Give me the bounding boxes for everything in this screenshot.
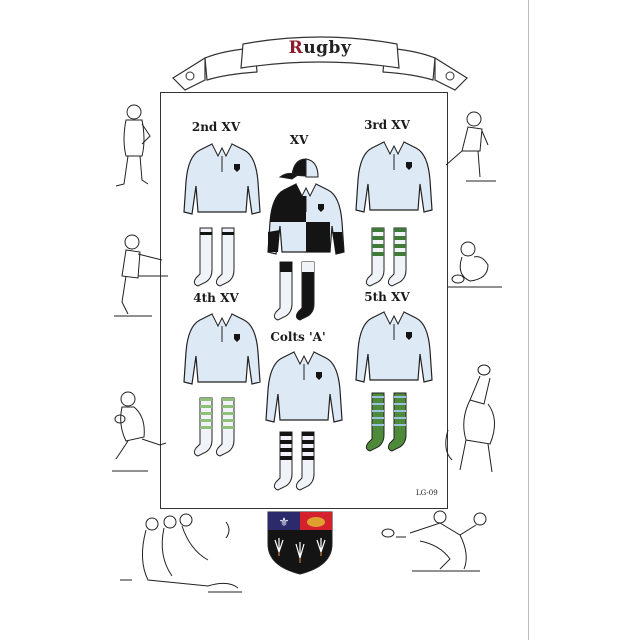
shirt-2nd-xv-icon: [183, 143, 261, 215]
socks-xv-icon: [273, 261, 315, 321]
banner-scroll-icon: [172, 36, 468, 91]
socks-colts-a-icon: [273, 431, 315, 491]
page-right-edge: [528, 0, 529, 640]
rugby-player-lunging-sketch-icon: [445, 111, 496, 182]
kit-label-5th-xv: 5th XV: [364, 290, 410, 304]
shirt-3rd-xv-icon: [355, 141, 433, 213]
shirt-5th-xv-icon: [355, 311, 433, 383]
svg-text:⚜: ⚜: [279, 515, 290, 529]
school-crest-icon: ⚜: [267, 511, 333, 575]
shirt-xv-icon: [267, 183, 345, 255]
kit-label-xv: XV: [289, 133, 309, 147]
socks-5th-xv-icon: [365, 392, 407, 452]
cap-xv-icon: [278, 158, 319, 180]
socks-2nd-xv-icon: [193, 227, 235, 287]
kit-label-colts-a: Colts 'A': [270, 330, 326, 344]
rugby-tackle-sketch-icon: [381, 510, 487, 572]
kit-label-3rd-xv: 3rd XV: [364, 118, 410, 132]
rugby-player-crouching-sketch-icon: [448, 241, 502, 288]
socks-4th-xv-icon: [193, 397, 235, 457]
socks-3rd-xv-icon: [365, 227, 407, 287]
shirt-colts-a-icon: [265, 351, 343, 423]
artist-signature: LG-09: [416, 489, 438, 497]
kit-label-4th-xv: 4th XV: [193, 291, 239, 305]
page-title: Rugby: [288, 38, 352, 58]
rugby-scrum-sketch-icon: [120, 513, 242, 593]
rugby-player-standing-sketch-icon: [115, 104, 151, 187]
shirt-4th-xv-icon: [183, 313, 261, 385]
kit-label-2nd-xv: 2nd XV: [191, 120, 241, 134]
rugby-player-running-sketch-icon: [112, 391, 167, 472]
rugby-lineout-sketch-icon: [445, 364, 495, 473]
rugby-player-kicking-sketch-icon: [114, 234, 168, 317]
